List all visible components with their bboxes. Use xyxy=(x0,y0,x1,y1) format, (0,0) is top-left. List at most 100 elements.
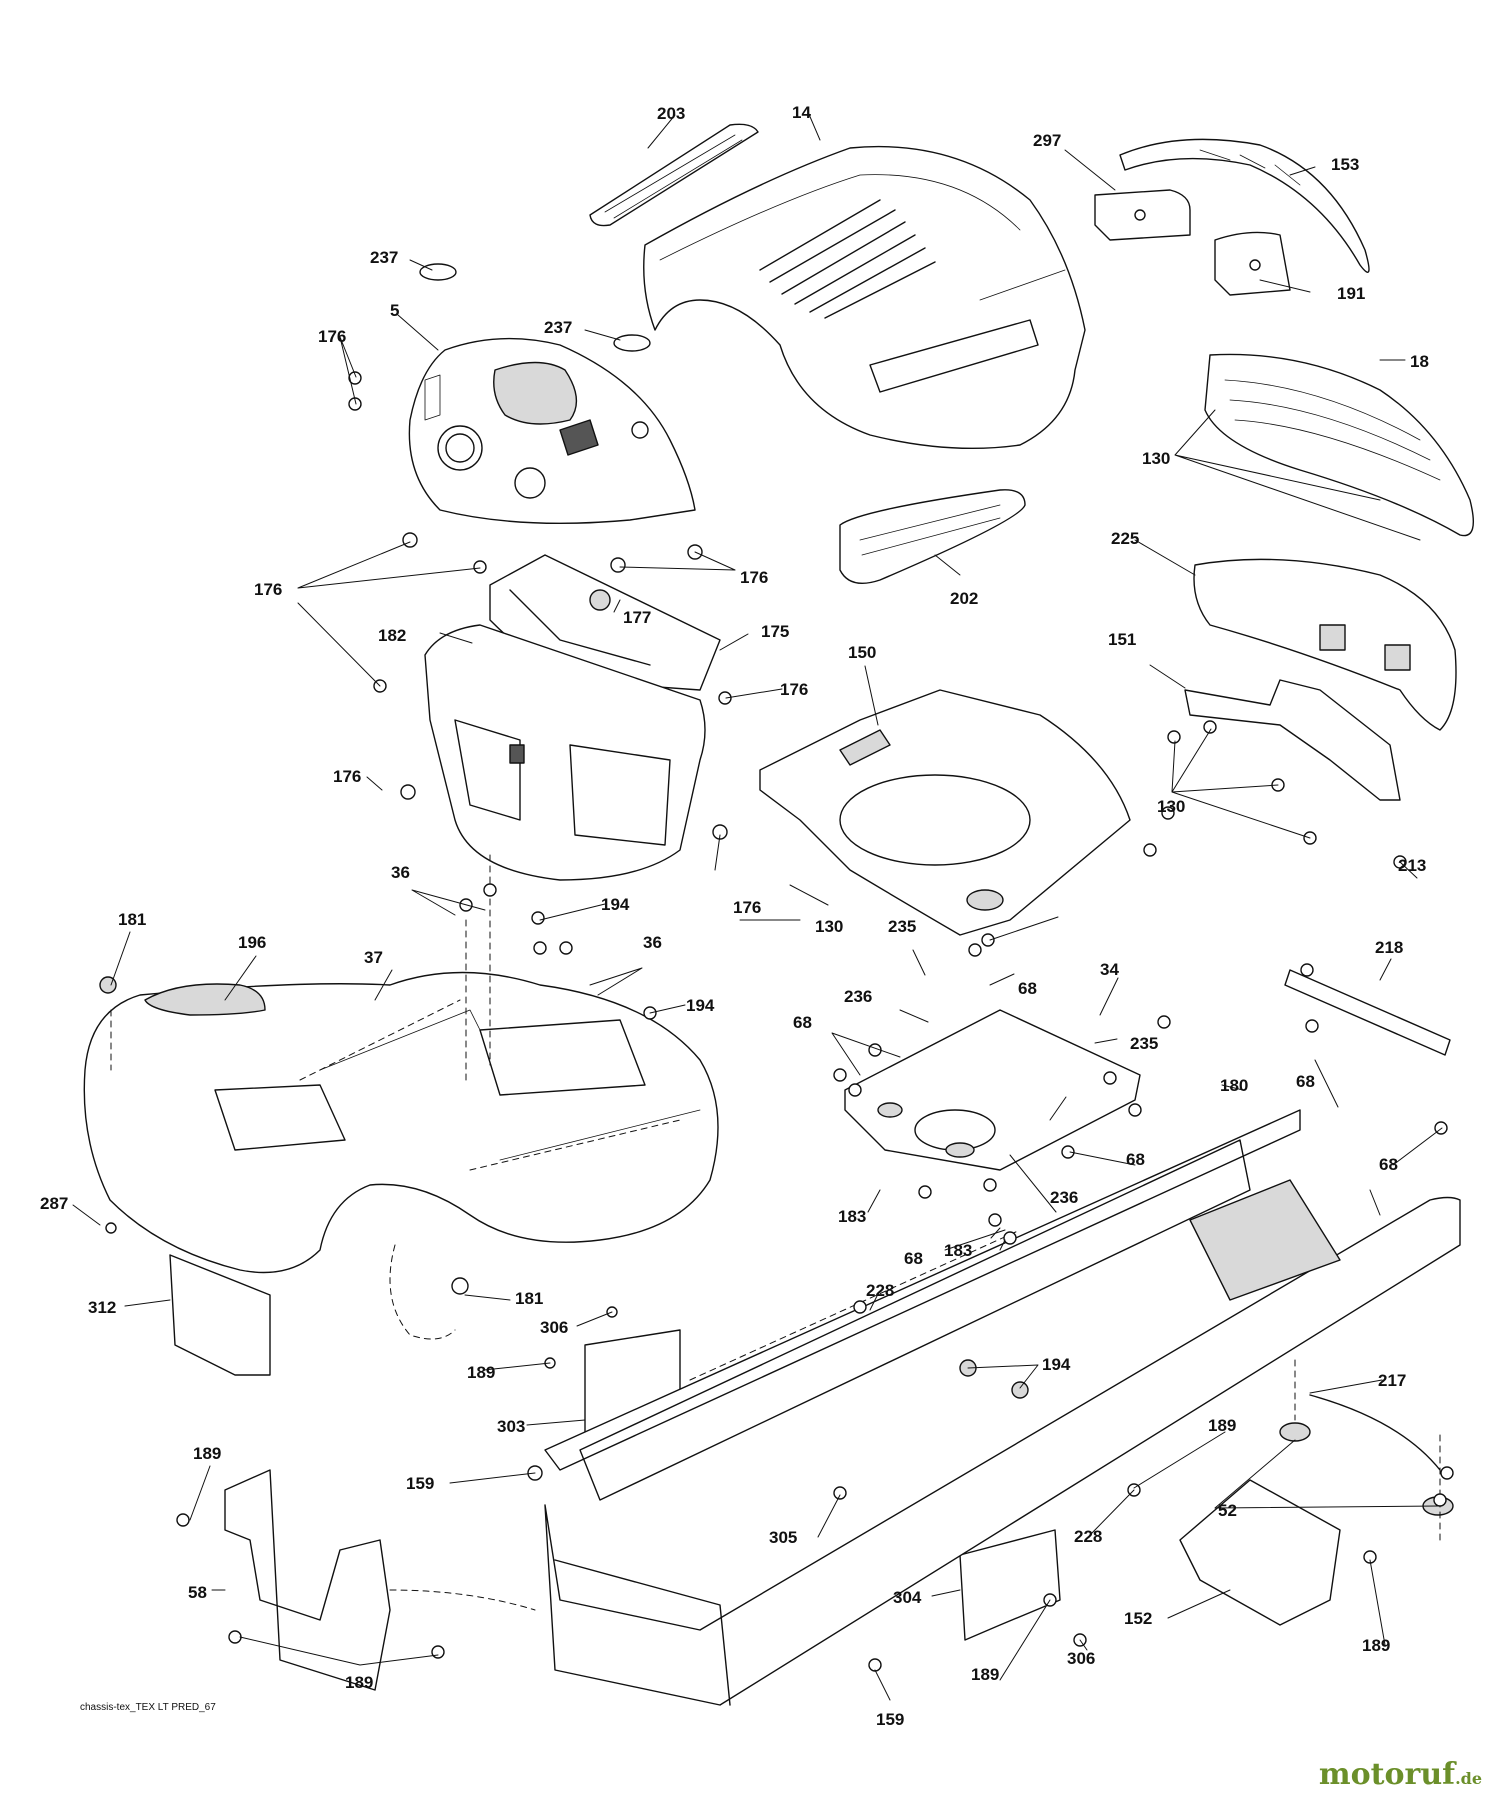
callout-196: 196 xyxy=(238,933,266,952)
callout-159-b: 159 xyxy=(876,1710,904,1729)
callout-203: 203 xyxy=(657,104,685,123)
callout-228-b: 228 xyxy=(1074,1527,1102,1546)
callout-180: 180 xyxy=(1220,1076,1248,1095)
callout-130-a: 130 xyxy=(1142,449,1170,468)
callout-237-b: 237 xyxy=(544,318,572,337)
callout-68-f: 68 xyxy=(904,1249,923,1268)
dash-path-58 xyxy=(389,1589,536,1611)
callout-287: 287 xyxy=(40,1194,68,1213)
callout-68-c: 68 xyxy=(1296,1072,1315,1091)
callout-189-b: 189 xyxy=(1208,1416,1236,1435)
callout-181-b: 181 xyxy=(515,1289,543,1308)
callout-306-b: 306 xyxy=(1067,1649,1095,1668)
dash-guides xyxy=(110,854,1441,1541)
callout-52: 52 xyxy=(1218,1501,1237,1520)
part-bracket-151 xyxy=(1184,679,1401,801)
callout-191: 191 xyxy=(1337,284,1365,303)
part-hood-trim xyxy=(589,123,759,227)
dash-path-fender xyxy=(389,1244,456,1340)
callout-182: 182 xyxy=(378,626,406,645)
part-hood xyxy=(643,145,1086,450)
part-fender xyxy=(83,971,719,1274)
callout-189-e: 189 xyxy=(345,1673,373,1692)
callout-36-a: 36 xyxy=(391,863,410,882)
part-tray xyxy=(759,689,1131,936)
callout-36-b: 36 xyxy=(643,933,662,952)
brand-watermark: motoruf.de xyxy=(1319,1757,1482,1792)
callout-213: 213 xyxy=(1398,856,1426,875)
callout-236-a: 236 xyxy=(844,987,872,1006)
part-frame xyxy=(544,1109,1461,1706)
brand-name: motoruf xyxy=(1318,1757,1456,1792)
part-vent xyxy=(839,489,1026,584)
part-foam-block-191 xyxy=(1214,231,1291,296)
part-panel-304 xyxy=(959,1529,1061,1641)
callout-176-a: 176 xyxy=(318,327,346,346)
callout-130-c: 130 xyxy=(815,917,843,936)
callout-labels: 203 14 297 153 237 191 5 176 237 18 130 … xyxy=(40,103,1429,1729)
callout-153: 153 xyxy=(1331,155,1359,174)
callout-176-d: 176 xyxy=(780,680,808,699)
callout-68-d: 68 xyxy=(1126,1150,1145,1169)
callout-37: 37 xyxy=(364,948,383,967)
callout-194-c: 194 xyxy=(1042,1355,1071,1374)
callout-68-a: 68 xyxy=(1018,979,1037,998)
part-bracket-58 xyxy=(224,1469,391,1691)
callout-236-b: 236 xyxy=(1050,1188,1078,1207)
callout-225: 225 xyxy=(1111,529,1139,548)
callout-176-e: 176 xyxy=(333,767,361,786)
callout-194-a: 194 xyxy=(601,895,630,914)
callout-189-f: 189 xyxy=(971,1665,999,1684)
callout-175: 175 xyxy=(761,622,789,641)
part-panel-312 xyxy=(169,1254,271,1376)
callout-152: 152 xyxy=(1124,1609,1152,1628)
callout-68-e: 68 xyxy=(1379,1155,1398,1174)
callout-181-a: 181 xyxy=(118,910,146,929)
callout-202: 202 xyxy=(950,589,978,608)
part-guard-152 xyxy=(1179,1479,1341,1626)
callout-228-a: 228 xyxy=(866,1281,894,1300)
callout-235-b: 235 xyxy=(1130,1034,1158,1053)
callout-177: 177 xyxy=(623,608,651,627)
callout-305: 305 xyxy=(769,1528,797,1547)
callout-176-c: 176 xyxy=(254,580,282,599)
callout-235-a: 235 xyxy=(888,917,916,936)
part-bushing-52-a xyxy=(1279,1422,1311,1442)
callout-306-a: 306 xyxy=(540,1318,568,1337)
callout-176-f: 176 xyxy=(733,898,761,917)
callout-304: 304 xyxy=(893,1588,922,1607)
callout-303: 303 xyxy=(497,1417,525,1436)
part-cap-237-b xyxy=(613,334,651,352)
callout-5: 5 xyxy=(390,301,399,320)
callout-34: 34 xyxy=(1100,960,1119,979)
callout-217: 217 xyxy=(1378,1371,1406,1390)
part-dash-panel xyxy=(408,337,696,525)
callout-159-a: 159 xyxy=(406,1474,434,1493)
part-foam-block-297 xyxy=(1094,189,1191,241)
callout-237-a: 237 xyxy=(370,248,398,267)
callout-312: 312 xyxy=(88,1298,116,1317)
callout-189-a: 189 xyxy=(467,1363,495,1382)
part-cap-237-a xyxy=(419,263,457,281)
brand-suffix: .de xyxy=(1455,1769,1482,1788)
part-console xyxy=(424,624,706,881)
part-seat-pad xyxy=(144,983,266,1016)
part-bumper-225 xyxy=(1193,558,1457,731)
part-mount-plate xyxy=(844,1009,1141,1171)
callout-189-d: 189 xyxy=(1362,1636,1390,1655)
callout-150: 150 xyxy=(848,643,876,662)
part-bracket-218 xyxy=(1284,969,1451,1056)
callout-68-b: 68 xyxy=(793,1013,812,1032)
callout-151: 151 xyxy=(1108,630,1136,649)
callout-218: 218 xyxy=(1375,938,1403,957)
callout-130-b: 130 xyxy=(1157,797,1185,816)
callout-194-b: 194 xyxy=(686,996,715,1015)
callout-14: 14 xyxy=(792,103,811,122)
callout-183-a: 183 xyxy=(838,1207,866,1226)
callout-297: 297 xyxy=(1033,131,1061,150)
callout-176-b: 176 xyxy=(740,568,768,587)
callout-18: 18 xyxy=(1410,352,1429,371)
diagram-caption: chassis-tex_TEX LT PRED_67 xyxy=(80,1702,216,1713)
leader-lines xyxy=(72,111,1443,1701)
